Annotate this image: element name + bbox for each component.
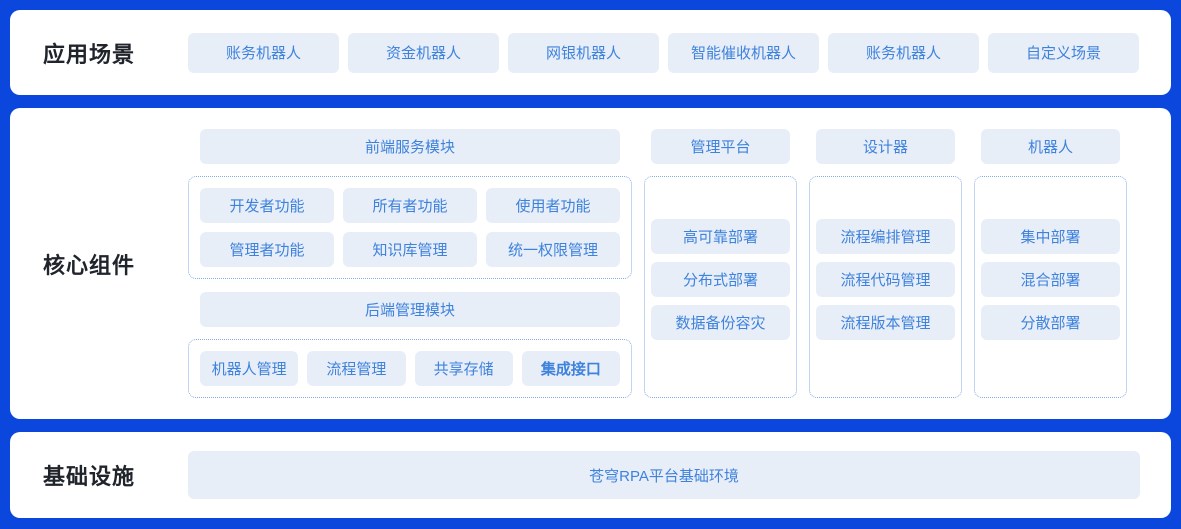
designer-group: 流程编排管理 流程代码管理 流程版本管理 [809, 176, 962, 399]
backend-chip: 共享存储 [414, 351, 513, 387]
scenario-chip: 账务机器人 [828, 32, 979, 73]
robot-header: 机器人 [981, 129, 1120, 165]
backend-chip: 集成接口 [521, 351, 620, 387]
backend-chip: 流程管理 [307, 351, 406, 387]
frontend-chip: 统一权限管理 [486, 232, 620, 268]
scenario-chip: 自定义场景 [988, 32, 1139, 73]
infrastructure-environment-bar: 苍穹RPA平台基础环境 [188, 451, 1140, 499]
designer-chip: 流程编排管理 [816, 219, 955, 255]
backend-module-header: 后端管理模块 [200, 292, 620, 328]
core-columns: 前端服务模块 开发者功能 所有者功能 使用者功能 管理者功能 知识库管理 统一权… [188, 129, 1141, 399]
scenario-chip: 账务机器人 [188, 32, 339, 73]
core-column-designer: 设计器 流程编排管理 流程代码管理 流程版本管理 [809, 129, 962, 399]
management-platform-group: 高可靠部署 分布式部署 数据备份容灾 [644, 176, 797, 399]
designer-header: 设计器 [816, 129, 955, 165]
scenario-chip: 资金机器人 [348, 32, 499, 73]
frontend-module-header: 前端服务模块 [200, 129, 620, 165]
frontend-chip: 管理者功能 [200, 232, 334, 268]
designer-chip: 流程版本管理 [816, 305, 955, 341]
frontend-chip: 知识库管理 [343, 232, 477, 268]
core-column-services: 前端服务模块 开发者功能 所有者功能 使用者功能 管理者功能 知识库管理 统一权… [188, 129, 632, 399]
robot-chip: 集中部署 [981, 219, 1120, 255]
robot-group: 集中部署 混合部署 分散部署 [974, 176, 1127, 399]
scenarios-panel: 应用场景 账务机器人 资金机器人 网银机器人 智能催收机器人 账务机器人 自定义… [10, 10, 1171, 96]
scenario-chip-list: 账务机器人 资金机器人 网银机器人 智能催收机器人 账务机器人 自定义场景 [188, 32, 1139, 73]
frontend-chip: 开发者功能 [200, 188, 334, 224]
robot-chip: 分散部署 [981, 305, 1120, 341]
management-platform-chip: 数据备份容灾 [651, 305, 790, 341]
infrastructure-panel: 基础设施 苍穹RPA平台基础环境 [10, 432, 1171, 518]
scenario-chip: 网银机器人 [508, 32, 659, 73]
management-platform-header: 管理平台 [651, 129, 790, 165]
scenarios-section-label: 应用场景 [42, 41, 135, 67]
management-platform-chip: 分布式部署 [651, 262, 790, 298]
core-section-label: 核心组件 [42, 252, 135, 278]
core-components-panel: 核心组件 前端服务模块 开发者功能 所有者功能 使用者功能 管理者功能 知识库管… [10, 108, 1171, 420]
designer-chip: 流程代码管理 [816, 262, 955, 298]
backend-module-group: 机器人管理 流程管理 共享存储 集成接口 [188, 339, 632, 399]
frontend-module-group: 开发者功能 所有者功能 使用者功能 管理者功能 知识库管理 统一权限管理 [188, 176, 632, 280]
core-column-management-platform: 管理平台 高可靠部署 分布式部署 数据备份容灾 [644, 129, 797, 399]
backend-chip: 机器人管理 [200, 351, 299, 387]
frontend-chip: 所有者功能 [343, 188, 477, 224]
robot-chip: 混合部署 [981, 262, 1120, 298]
scenario-chip: 智能催收机器人 [668, 32, 819, 73]
frontend-chip: 使用者功能 [486, 188, 620, 224]
management-platform-chip: 高可靠部署 [651, 219, 790, 255]
core-column-robot: 机器人 集中部署 混合部署 分散部署 [974, 129, 1127, 399]
infrastructure-section-label: 基础设施 [42, 464, 135, 489]
